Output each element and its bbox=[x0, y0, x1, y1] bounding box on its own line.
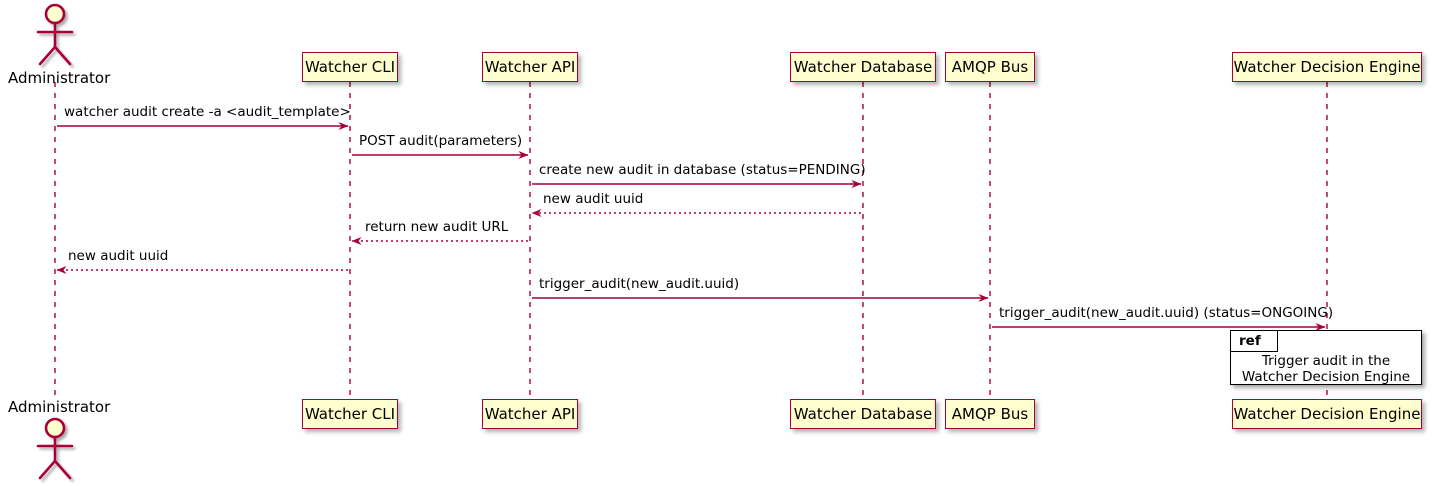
messages-group bbox=[56, 122, 1326, 331]
participant-watcher-api-bottom[interactable]: Watcher API bbox=[482, 399, 578, 429]
message-label-post-audit: POST audit(parameters) bbox=[359, 133, 523, 149]
participant-watcher-cli-bottom[interactable]: Watcher CLI bbox=[302, 399, 398, 429]
participant-amqp-bus-top[interactable]: AMQP Bus bbox=[945, 52, 1035, 82]
message-label-new-audit-uuid-cli: new audit uuid bbox=[68, 248, 169, 264]
message-label-watcher-audit-create: watcher audit create -a <audit_template> bbox=[64, 104, 351, 120]
actor-icon-administrator-bottom bbox=[36, 417, 74, 480]
actor-label-administrator-bottom: Administrator bbox=[8, 398, 111, 416]
participant-watcher-database-top[interactable]: Watcher Database bbox=[790, 52, 936, 82]
participant-amqp-bus-bottom[interactable]: AMQP Bus bbox=[945, 399, 1035, 429]
message-label-new-audit-uuid-db: new audit uuid bbox=[543, 191, 644, 207]
ref-fragment-trigger-audit: ref Trigger audit in the Watcher Decisio… bbox=[1230, 330, 1422, 385]
message-label-create-new-audit: create new audit in database (status=PEN… bbox=[539, 162, 866, 178]
actor-label-administrator-top: Administrator bbox=[8, 69, 111, 87]
participant-watcher-decision-engine-bottom[interactable]: Watcher Decision Engine bbox=[1232, 399, 1422, 429]
ref-fragment-body: Trigger audit in the Watcher Decision En… bbox=[1231, 353, 1421, 385]
participant-watcher-decision-engine-top[interactable]: Watcher Decision Engine bbox=[1232, 52, 1422, 82]
message-label-return-new-audit-url: return new audit URL bbox=[365, 219, 509, 235]
actor-icon-administrator-top bbox=[36, 3, 74, 66]
participant-watcher-database-bottom[interactable]: Watcher Database bbox=[790, 399, 936, 429]
message-label-trigger-audit: trigger_audit(new_audit.uuid) bbox=[539, 276, 740, 292]
ref-fragment-line-2: Watcher Decision Engine bbox=[1241, 369, 1411, 385]
participant-watcher-cli-top[interactable]: Watcher CLI bbox=[302, 52, 398, 82]
participant-watcher-api-top[interactable]: Watcher API bbox=[482, 52, 578, 82]
message-label-trigger-audit-ongoing: trigger_audit(new_audit.uuid) (status=ON… bbox=[999, 305, 1334, 321]
ref-fragment-tab-label: ref bbox=[1231, 331, 1278, 352]
lifelines-group bbox=[54, 82, 1328, 398]
ref-fragment-line-1: Trigger audit in the bbox=[1261, 353, 1391, 369]
